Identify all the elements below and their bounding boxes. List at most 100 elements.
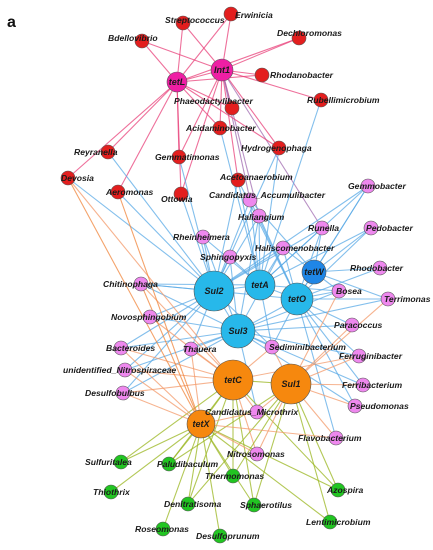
- node-gemmatimonas: [171, 149, 187, 165]
- panel-label: a: [7, 14, 16, 31]
- node-sphaerotilus: [246, 497, 262, 513]
- edge-tetl-hydrogenophaga: [176, 81, 280, 149]
- edge-sul3-chitinophaga: [140, 283, 239, 332]
- edge-int1-acetoanaerobium: [221, 69, 239, 181]
- node-label-int1: Int1: [214, 65, 230, 75]
- edge-teto-flavobacterium: [296, 298, 337, 439]
- node-flavobacterium: [328, 430, 344, 446]
- node-label-sul1: Sul1: [281, 379, 300, 389]
- node-rhodanobacter: [254, 67, 270, 83]
- edge-sul1-terrimonas: [290, 298, 389, 385]
- node-label-haliangium: Haliangium: [238, 212, 285, 222]
- edge-sul1-sphaerotilus: [253, 383, 292, 506]
- node-teto: [280, 282, 314, 316]
- node-label-runella: Runella: [308, 223, 339, 233]
- edge-sul3-unidentified-nitrospiraceae: [124, 330, 239, 371]
- edge-tetx-lentimicrobium: [200, 423, 331, 523]
- node-label-phaeodactylibacter: Phaeodactylibacter: [174, 96, 253, 106]
- edge-sul1-lentimicrobium: [290, 383, 331, 523]
- node-label-candidatus-accumulibacter: Candidatus_Accumulibacter: [209, 190, 326, 200]
- node-label-tetc: tetC: [224, 375, 242, 385]
- edge-sul2-aeromonas: [117, 191, 215, 292]
- edge-tetx-flavobacterium: [200, 423, 337, 439]
- node-tetc: [212, 359, 254, 401]
- edge-sul3-terrimonas: [237, 298, 389, 332]
- node-label-hydrogenophaga: Hydrogenophaga: [241, 143, 312, 153]
- node-label-ferruginibacter: Ferruginibacter: [339, 351, 403, 361]
- edge-sul1-denitratisoma: [187, 383, 292, 505]
- node-runella: [314, 220, 330, 236]
- edge-tetx-unidentified-nitrospiraceae: [124, 369, 202, 425]
- node-lentimicrobium: [322, 514, 338, 530]
- edge-sul2-devosia: [67, 177, 215, 292]
- node-haliangium: [251, 208, 267, 224]
- node-label-unidentified-nitrospiraceae: unidentified_Nitrospiraceae: [63, 365, 176, 375]
- edge-sul2-desulfobulbus: [122, 290, 215, 394]
- node-reyranella: [100, 144, 116, 160]
- node-pedobacter: [363, 220, 379, 236]
- edge-tetw-terrimonas: [313, 271, 389, 300]
- node-aeromonas: [110, 184, 126, 200]
- node-nitrosomonas: [249, 446, 265, 462]
- node-label-novosphingobium: Novosphingobium: [111, 312, 187, 322]
- edge-teto-ferribacterium: [296, 298, 364, 386]
- node-hydrogenophaga: [271, 140, 287, 156]
- edge-int1-gemmatimonas: [178, 69, 223, 158]
- edge-sul3-ferribacterium: [237, 330, 364, 386]
- node-erwinicia: [223, 6, 239, 22]
- node-dechloromonas: [291, 30, 307, 46]
- node-label-dechloromonas: Dechloromonas: [277, 28, 342, 38]
- node-label-tetx: tetX: [192, 419, 210, 429]
- node-novosphingobium: [142, 309, 158, 325]
- node-rheinheimera: [195, 229, 211, 245]
- node-label-acidaminobacter: Acidaminobacter: [185, 123, 256, 133]
- edge-tetx-roseomonas: [162, 423, 202, 530]
- node-label-sphingopyxis: Sphingopyxis: [200, 252, 257, 262]
- edge-tetx-aeromonas: [117, 191, 202, 425]
- node-thauera: [183, 341, 199, 357]
- edge-tetc-denitratisoma: [187, 379, 234, 505]
- edge-int1-haliangium: [221, 69, 260, 217]
- node-desulfobulbus: [115, 385, 131, 401]
- edge-sul3-ferruginibacter: [237, 330, 360, 357]
- node-roseomonas: [155, 521, 171, 537]
- node-teta: [244, 269, 276, 301]
- node-label-azospira: Azospira: [326, 485, 364, 495]
- node-label-pedobacter: Pedobacter: [366, 223, 413, 233]
- node-label-erwinicia: Erwinicia: [235, 10, 273, 20]
- node-rubellimicrobium: [313, 92, 329, 108]
- node-label-acetoanaerobium: Acetoanaerobium: [219, 172, 293, 182]
- edge-tetx-devosia: [67, 177, 202, 425]
- node-label-sphaerotilus: Sphaerotilus: [240, 500, 292, 510]
- edge-tetx-chitinophaga: [140, 283, 202, 425]
- node-thermomonas: [225, 468, 241, 484]
- node-label-candidatus-microthrix: Candidatus_Microthrix: [205, 407, 299, 417]
- node-label-paracoccus: Paracoccus: [334, 320, 382, 330]
- node-layer: [60, 6, 396, 544]
- node-tetl: [166, 71, 188, 93]
- node-label-gemmobacter: Gemmobacter: [348, 181, 406, 191]
- node-unidentified-nitrospiraceae: [117, 362, 133, 378]
- edge-int1-hydrogenophaga: [221, 69, 280, 149]
- node-paracoccus: [344, 317, 360, 333]
- node-label-rheinheimera: Rheinheimera: [173, 232, 230, 242]
- node-azospira: [330, 482, 346, 498]
- node-label-sul3: Sul3: [228, 326, 247, 336]
- node-label-thermomonas: Thermomonas: [205, 471, 264, 481]
- node-label-tetw: tetW: [304, 267, 325, 277]
- node-rhodobacter: [372, 260, 388, 276]
- edge-tetl-dechloromonas: [176, 37, 300, 83]
- node-label-ottowia: Ottowia: [161, 194, 193, 204]
- node-candidatus-accumulibacter: [242, 192, 258, 208]
- edge-tetx-sphaerotilus: [200, 423, 255, 506]
- node-sul3: [220, 313, 256, 349]
- node-label-pseudomonas: Pseudomonas: [350, 401, 409, 411]
- node-desulfoprunum: [212, 528, 228, 544]
- node-label-teto: tetO: [288, 294, 306, 304]
- edge-teta-hydrogenophaga: [259, 147, 280, 286]
- node-label-gemmatimonas: Gemmatimonas: [155, 152, 220, 162]
- edge-teta-acidaminobacter: [219, 127, 261, 286]
- node-tetw: [301, 259, 327, 285]
- node-acidaminobacter: [212, 120, 228, 136]
